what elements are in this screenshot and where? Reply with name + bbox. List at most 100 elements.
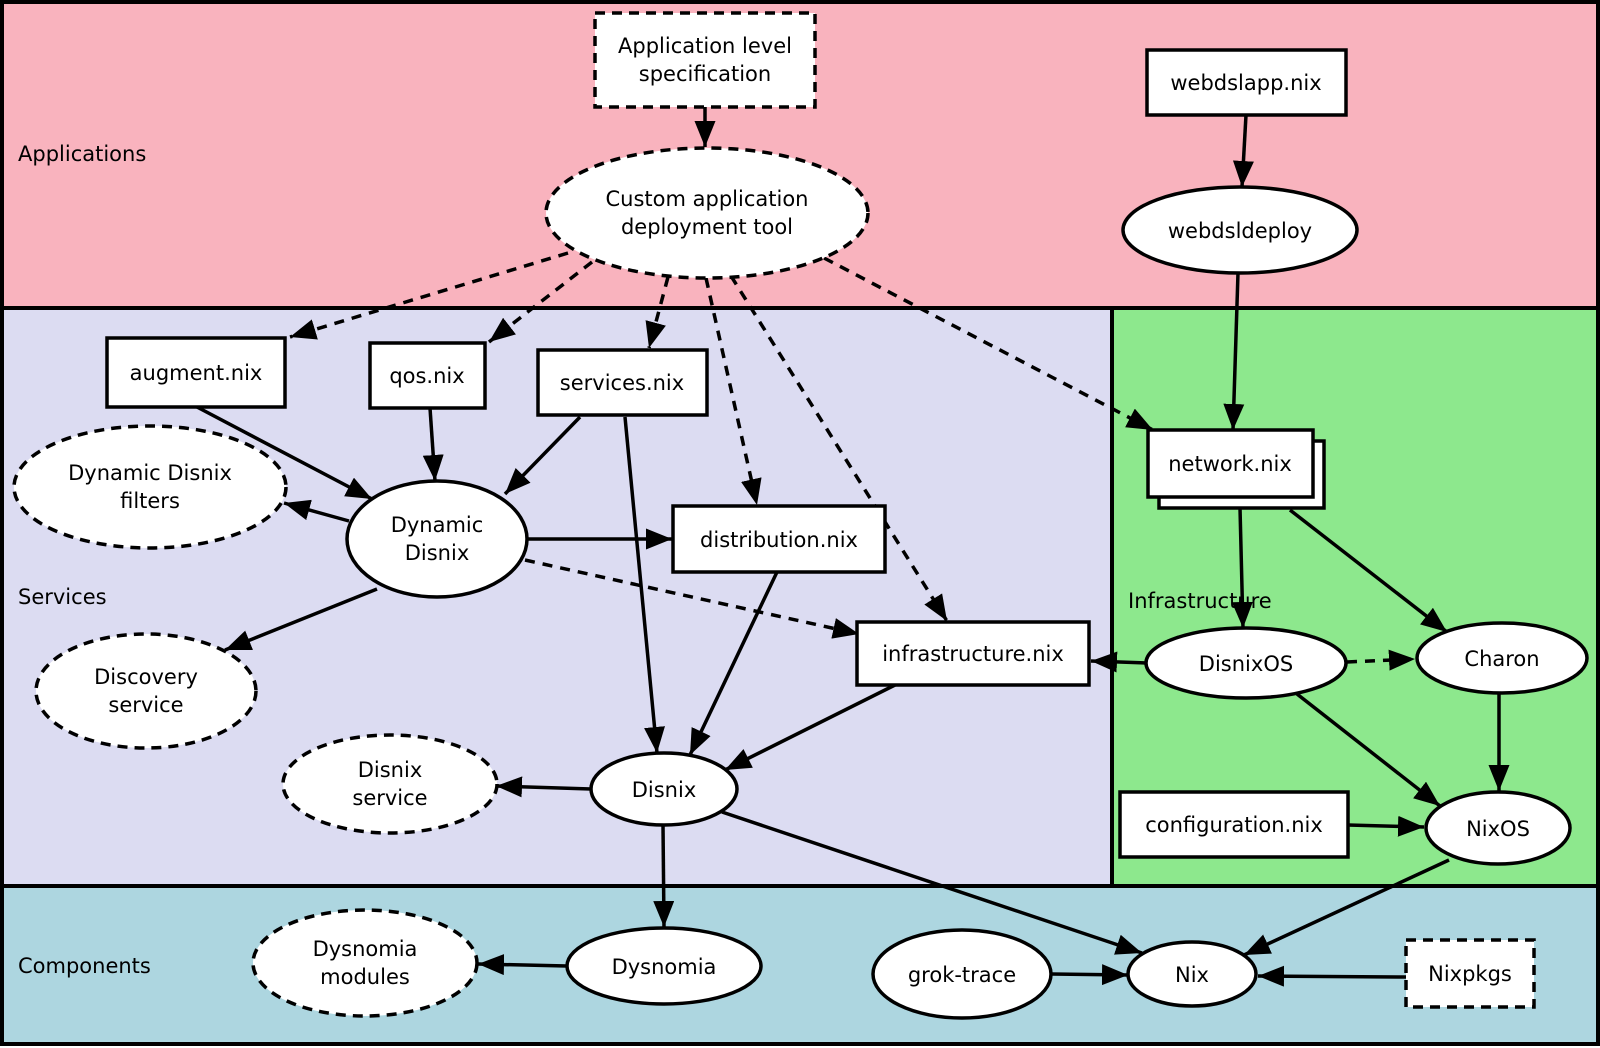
nix-ellipse [1126, 940, 1258, 1008]
discovery-service-label-line2: service [108, 693, 183, 717]
node-dynamic-disnix-filters: Dynamic Disnix filters [12, 424, 288, 550]
augment-label: augment.nix [130, 361, 263, 385]
configuration-label: configuration.nix [1145, 813, 1323, 837]
grok-trace-ellipse [871, 928, 1053, 1020]
edge-customtool-servicesnix [645, 276, 670, 349]
edge-distribution-disnix [688, 571, 779, 756]
edge-servicesnix-dynamicdisnix [503, 415, 582, 496]
discovery-service-ellipse [34, 632, 258, 750]
webdslapp-label: webdslapp.nix [1170, 71, 1321, 95]
grok-trace-label: grok-trace [908, 963, 1016, 987]
region-components [0, 884, 1600, 1046]
custom-deployment-tool-label-line1: Custom application [606, 187, 809, 211]
node-nixpkgs: Nixpkgs [1404, 938, 1536, 1009]
edge-dynamicdisnix-discovery [224, 587, 378, 652]
node-disnix: Disnix [589, 751, 739, 827]
edge-servicesnix-disnix [623, 416, 665, 754]
node-webdsldeploy: webdsldeploy [1121, 185, 1359, 275]
region-infrastructure [1110, 306, 1600, 888]
augment-box [105, 336, 287, 409]
disnix-service-ellipse [281, 733, 499, 835]
custom-deployment-tool-ellipse [544, 146, 870, 280]
application-level-specification-label-line1: Application level [618, 34, 792, 58]
dynamic-disnix-label-line2: Disnix [405, 541, 470, 565]
node-configuration-nix: configuration.nix [1118, 790, 1350, 859]
network-label: network.nix [1168, 452, 1292, 476]
disnix-service-label-line2: service [352, 786, 427, 810]
infrastructure-nix-label: infrastructure.nix [882, 642, 1064, 666]
discovery-service-label-line1: Discovery [94, 665, 198, 689]
node-grok-trace: grok-trace [871, 928, 1053, 1020]
region-label-applications: Applications [18, 142, 146, 166]
services-nix-label: services.nix [560, 371, 684, 395]
edge-customtool-network [823, 256, 1154, 432]
edge-groktrace-nix [1050, 964, 1129, 986]
nixos-ellipse [1424, 790, 1572, 866]
region-label-services: Services [18, 585, 107, 609]
disnix-ellipse [589, 751, 739, 827]
dynamic-disnix-filters-ellipse [12, 424, 288, 550]
network-box [1146, 428, 1315, 499]
distribution-label: distribution.nix [700, 528, 858, 552]
node-custom-application-deployment-tool: Custom application deployment tool [544, 146, 870, 280]
node-network-nix: network.nix [1146, 428, 1326, 510]
edge-dynamicdisnix-infrastructurenix [524, 558, 860, 639]
dynamic-disnix-filters-label-line1: Dynamic Disnix [68, 461, 232, 485]
dynamic-disnix-filters-label-line2: filters [120, 489, 180, 513]
edge-nixos-nix [1243, 858, 1450, 957]
disnix-service-label-line1: Disnix [358, 758, 423, 782]
edge-customtool-augment [289, 251, 569, 340]
edge-disnixos-charon [1346, 649, 1416, 671]
nix-label: Nix [1175, 963, 1209, 987]
region-label-components: Components [18, 954, 151, 978]
qos-label: qos.nix [389, 364, 464, 388]
node-dysnomia: Dysnomia [565, 926, 763, 1006]
nixpkgs-box [1404, 938, 1536, 1009]
distribution-box [671, 504, 887, 574]
dysnomia-ellipse [565, 926, 763, 1006]
charon-label: Charon [1464, 647, 1539, 671]
edge-configuration-nixos [1347, 815, 1425, 837]
node-distribution-nix: distribution.nix [671, 504, 887, 574]
edge-dysnomia-dysnomiamodules [477, 954, 568, 976]
edge-disnix-dysnomia [653, 824, 675, 928]
edge-webdsldeploy-network [1223, 272, 1245, 431]
nixpkgs-label: Nixpkgs [1428, 962, 1512, 986]
edge-customtool-infrastructurenix [729, 275, 949, 622]
services-nix-box [536, 348, 709, 417]
nixos-label: NixOS [1466, 817, 1530, 841]
edges [196, 107, 1510, 987]
edge-infrastructurenix-disnix [724, 683, 896, 772]
node-services-nix: services.nix [536, 348, 709, 417]
disnixos-label: DisnixOS [1199, 652, 1293, 676]
node-dynamic-disnix: Dynamic Disnix [345, 479, 529, 599]
charon-ellipse [1415, 621, 1589, 695]
edge-network-charon [1288, 508, 1449, 634]
edge-nixpkgs-nix [1257, 965, 1407, 987]
edge-disnix-disnixservice [495, 776, 592, 798]
dynamic-disnix-ellipse [345, 479, 529, 599]
dysnomia-modules-label-line2: modules [320, 965, 410, 989]
custom-deployment-tool-label-line2: deployment tool [621, 215, 793, 239]
nodes: Application level specification Custom a… [12, 11, 1589, 1020]
edge-disnix-nix [721, 810, 1143, 955]
webdsldeploy-label: webdsldeploy [1168, 219, 1312, 243]
dysnomia-modules-ellipse [251, 908, 479, 1018]
node-application-level-specification: Application level specification [593, 11, 817, 109]
node-nixos: NixOS [1424, 790, 1572, 866]
webdsldeploy-ellipse [1121, 185, 1359, 275]
node-disnix-service: Disnix service [281, 733, 499, 835]
edge-customtool-qos [487, 260, 594, 344]
edge-augment-dynamicdisnix [196, 405, 373, 501]
disnix-label: Disnix [632, 778, 697, 802]
dynamic-disnix-label-line1: Dynamic [391, 513, 484, 537]
dysnomia-modules-label-line1: Dysnomia [313, 937, 418, 961]
application-level-specification-label-line2: specification [639, 62, 771, 86]
infrastructure-nix-box [855, 620, 1091, 687]
edge-qos-dynamicdisnix [422, 407, 444, 482]
edge-dynamicdisnix-filters [283, 499, 350, 523]
region-label-infrastructure: Infrastructure [1128, 589, 1272, 613]
node-discovery-service: Discovery service [34, 632, 258, 750]
application-level-specification-box [593, 11, 817, 109]
